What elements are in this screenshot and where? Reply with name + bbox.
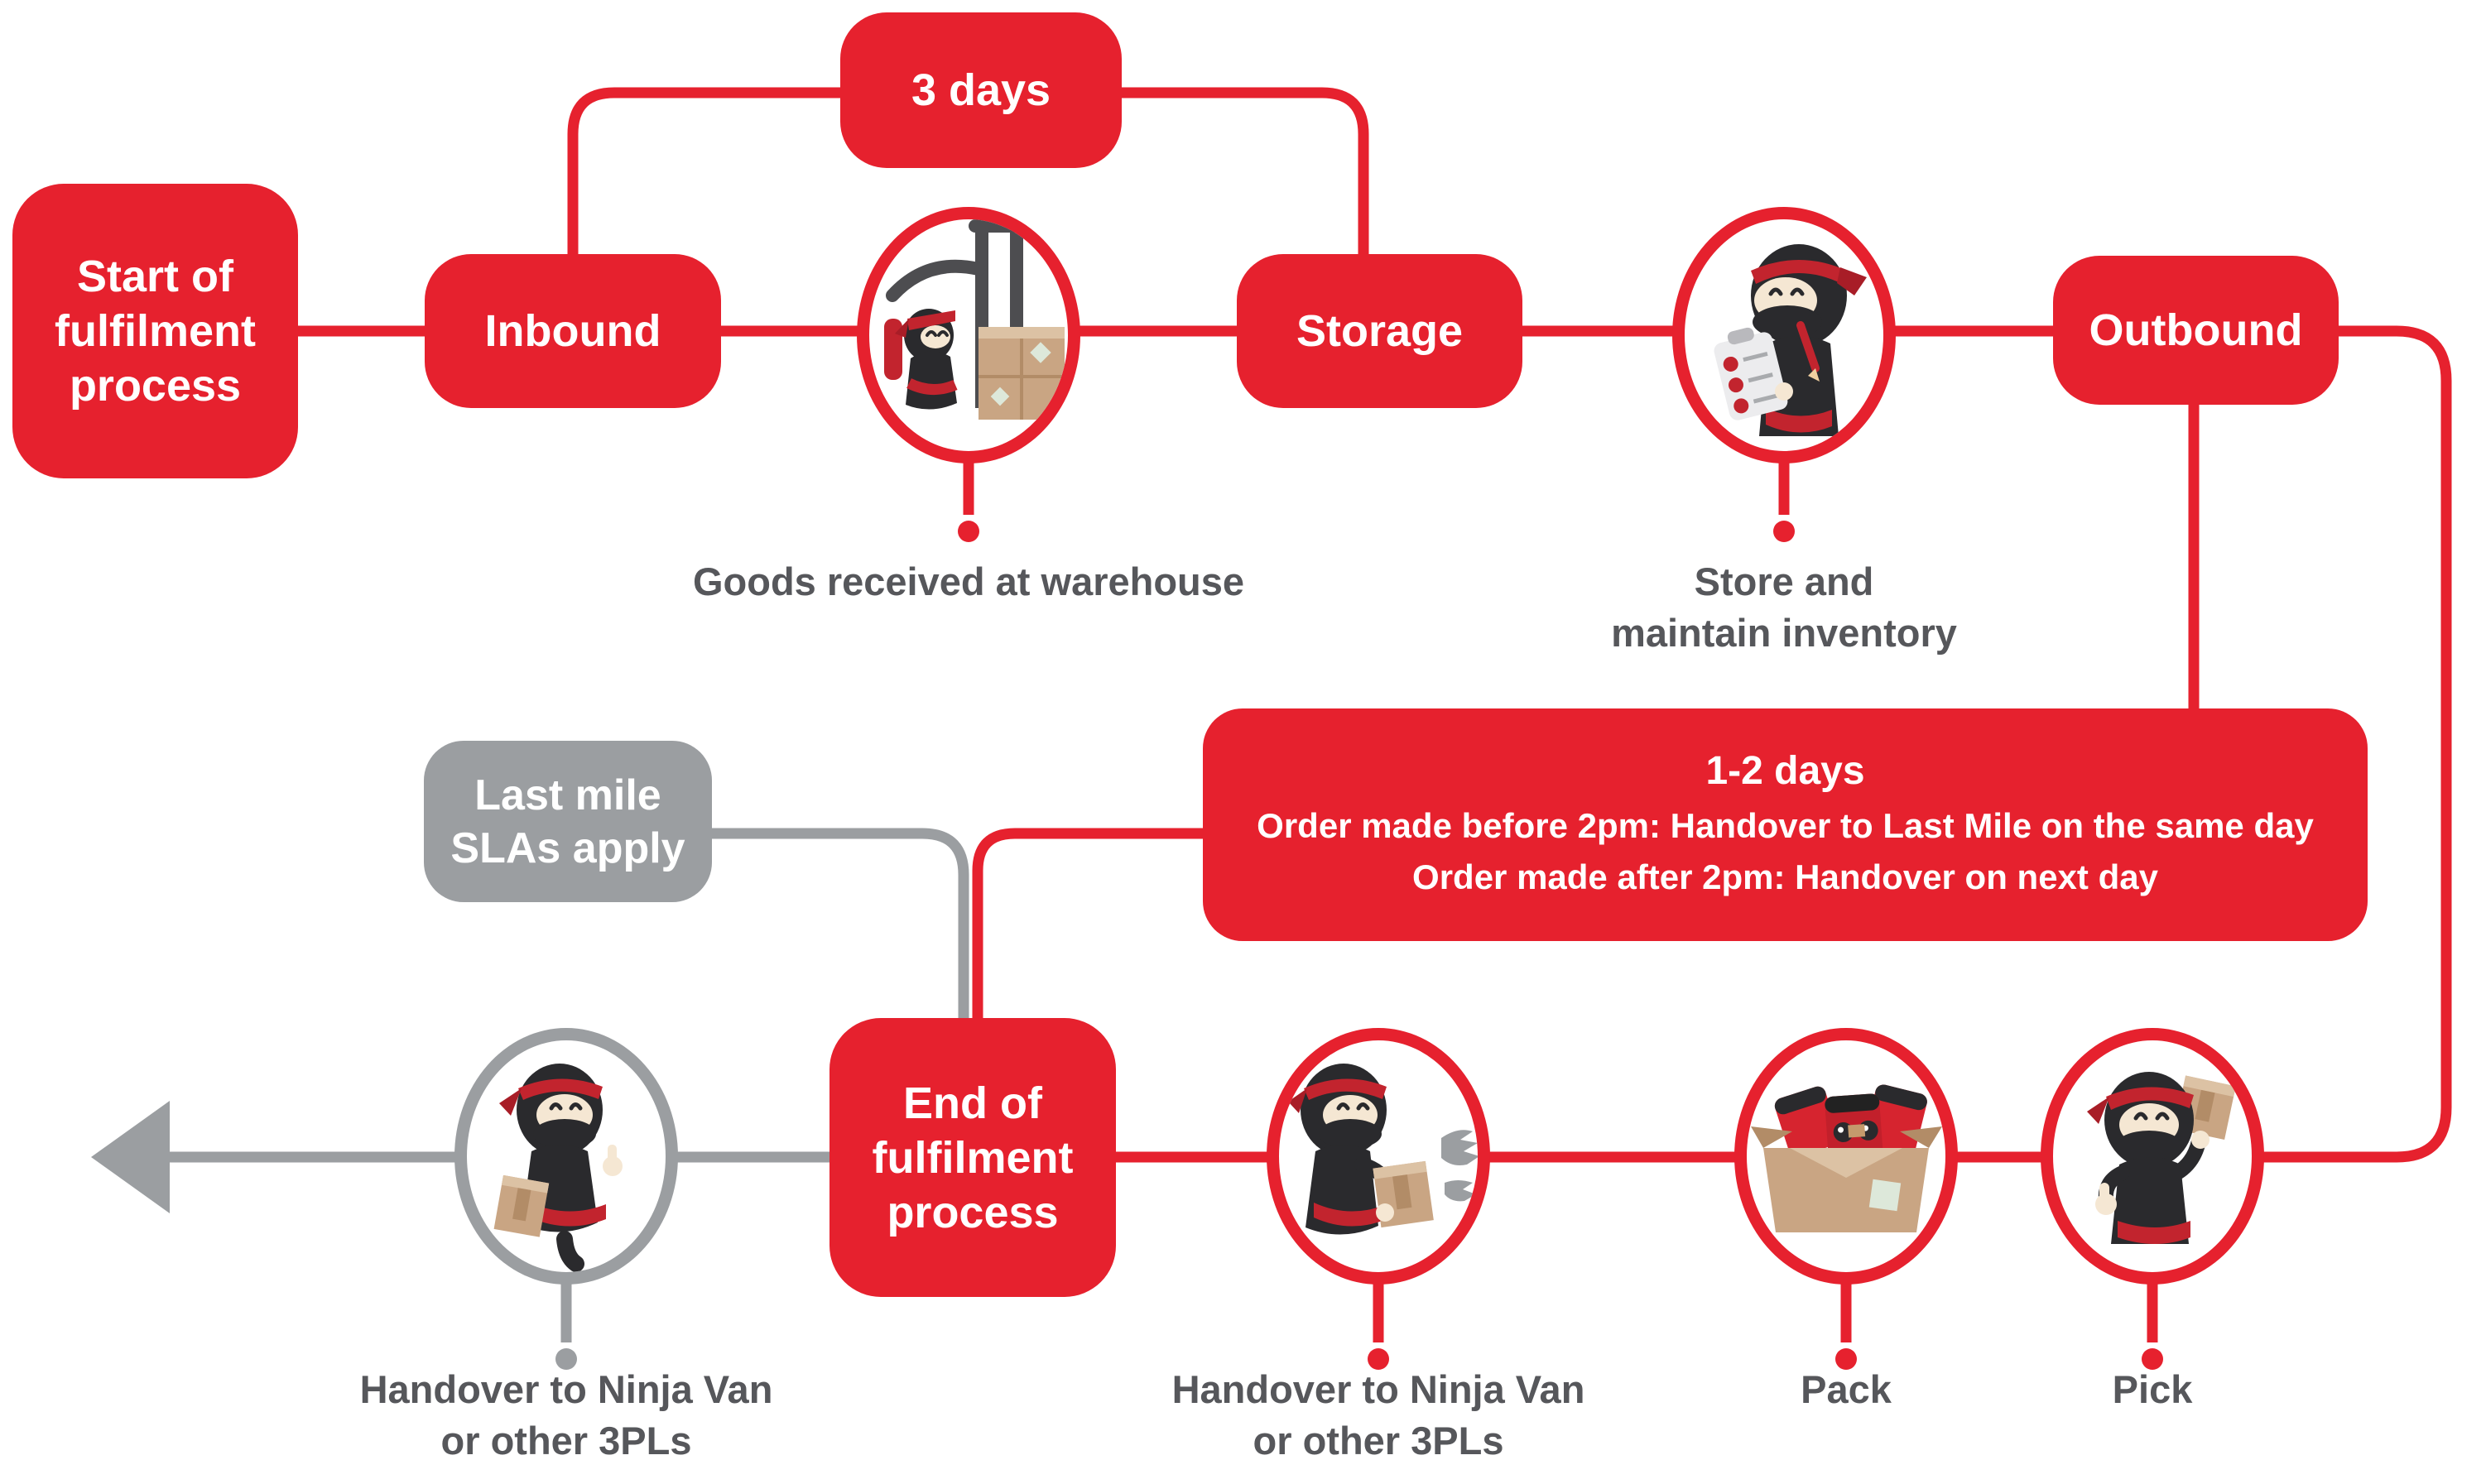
- caption-store-inventory: Store and maintain inventory: [1611, 556, 1957, 659]
- badge-pack: [1734, 1028, 1958, 1285]
- three-days-right-link: [1122, 87, 1369, 254]
- caption-goods-received-text: Goods received at warehouse: [692, 560, 1245, 603]
- caption-handover-gray: Handover to Ninja Van or other 3PLs: [360, 1364, 773, 1467]
- last-mile-line: SLAs apply: [450, 824, 685, 872]
- badge-handover-red: [1267, 1028, 1490, 1285]
- node-end: End of fulfilment process: [829, 1018, 1116, 1297]
- caption-handover-red-line: Handover to Ninja Van: [1171, 1367, 1585, 1411]
- badge-goods-received: [857, 207, 1080, 463]
- store-dot: [1773, 521, 1795, 542]
- node-last-mile-sla: Last mile SLAs apply: [424, 741, 712, 902]
- left-arrow-icon: [91, 1101, 170, 1213]
- caption-pick: Pick: [2113, 1364, 2193, 1415]
- sla-rule-before-2pm: Order made before 2pm: Handover to Last …: [1257, 805, 2314, 845]
- caption-pick-text: Pick: [2112, 1367, 2193, 1411]
- node-three-days: 3 days: [840, 12, 1122, 168]
- handover-ninja-icon: [1288, 1064, 1478, 1235]
- forklift-ninja-icon: [884, 219, 1065, 420]
- caption-store-line: Store and: [1694, 560, 1874, 603]
- three-days-left-link: [567, 87, 840, 254]
- node-start-line: process: [69, 361, 242, 411]
- pick-dot: [2142, 1348, 2163, 1370]
- badge-store-inventory: [1672, 207, 1896, 463]
- caption-handover-red-line: or other 3PLs: [1253, 1419, 1504, 1462]
- sla-title: 1-2 days: [1705, 748, 1865, 793]
- badge-handover-gray: [454, 1028, 678, 1285]
- badge-pick: [2041, 1028, 2264, 1285]
- caption-pack: Pack: [1801, 1364, 1892, 1415]
- caption-goods-received: Goods received at warehouse: [693, 556, 1244, 608]
- node-sla-details: 1-2 days Order made before 2pm: Handover…: [1203, 708, 2368, 941]
- last-mile-line: Last mile: [474, 771, 661, 819]
- node-outbound: Outbound: [2053, 256, 2339, 405]
- node-end-line: End of: [903, 1078, 1042, 1128]
- sla-end-link: [972, 828, 1203, 1020]
- node-end-line: process: [887, 1187, 1059, 1237]
- node-storage-label: Storage: [1296, 306, 1464, 356]
- caption-handover-gray-line: or other 3PLs: [440, 1419, 692, 1462]
- inventory-checklist-ninja-icon: [1714, 244, 1867, 436]
- node-three-days-label: 3 days: [911, 65, 1051, 115]
- caption-pack-text: Pack: [1801, 1367, 1892, 1411]
- caption-handover-red: Handover to Ninja Van or other 3PLs: [1172, 1364, 1585, 1467]
- outbound-pick-loop: [2264, 325, 2452, 1163]
- pick-ninja-icon: [2087, 1072, 2236, 1244]
- node-start-line: Start of: [77, 252, 233, 301]
- node-outbound-label: Outbound: [2089, 305, 2303, 355]
- pack-dot: [1835, 1348, 1857, 1370]
- sla-rule-after-2pm: Order made after 2pm: Handover on next d…: [1412, 857, 2158, 896]
- node-start: Start of fulfilment process: [12, 184, 298, 478]
- goods-dot: [958, 521, 979, 542]
- pack-box-icon: [1751, 1084, 1942, 1232]
- node-inbound: Inbound: [425, 254, 721, 408]
- caption-handover-gray-line: Handover to Ninja Van: [359, 1367, 773, 1411]
- node-inbound-label: Inbound: [484, 306, 661, 356]
- caption-store-line: maintain inventory: [1611, 611, 1957, 655]
- gray-handover-dot: [555, 1348, 577, 1370]
- walking-ninja-parcel-icon: [493, 1064, 623, 1272]
- node-end-line: fulfilment: [872, 1132, 1074, 1183]
- lastmile-end-link: [712, 828, 969, 1020]
- node-start-line: fulfilment: [55, 306, 256, 356]
- handover-dot: [1368, 1348, 1389, 1370]
- node-storage: Storage: [1237, 254, 1522, 408]
